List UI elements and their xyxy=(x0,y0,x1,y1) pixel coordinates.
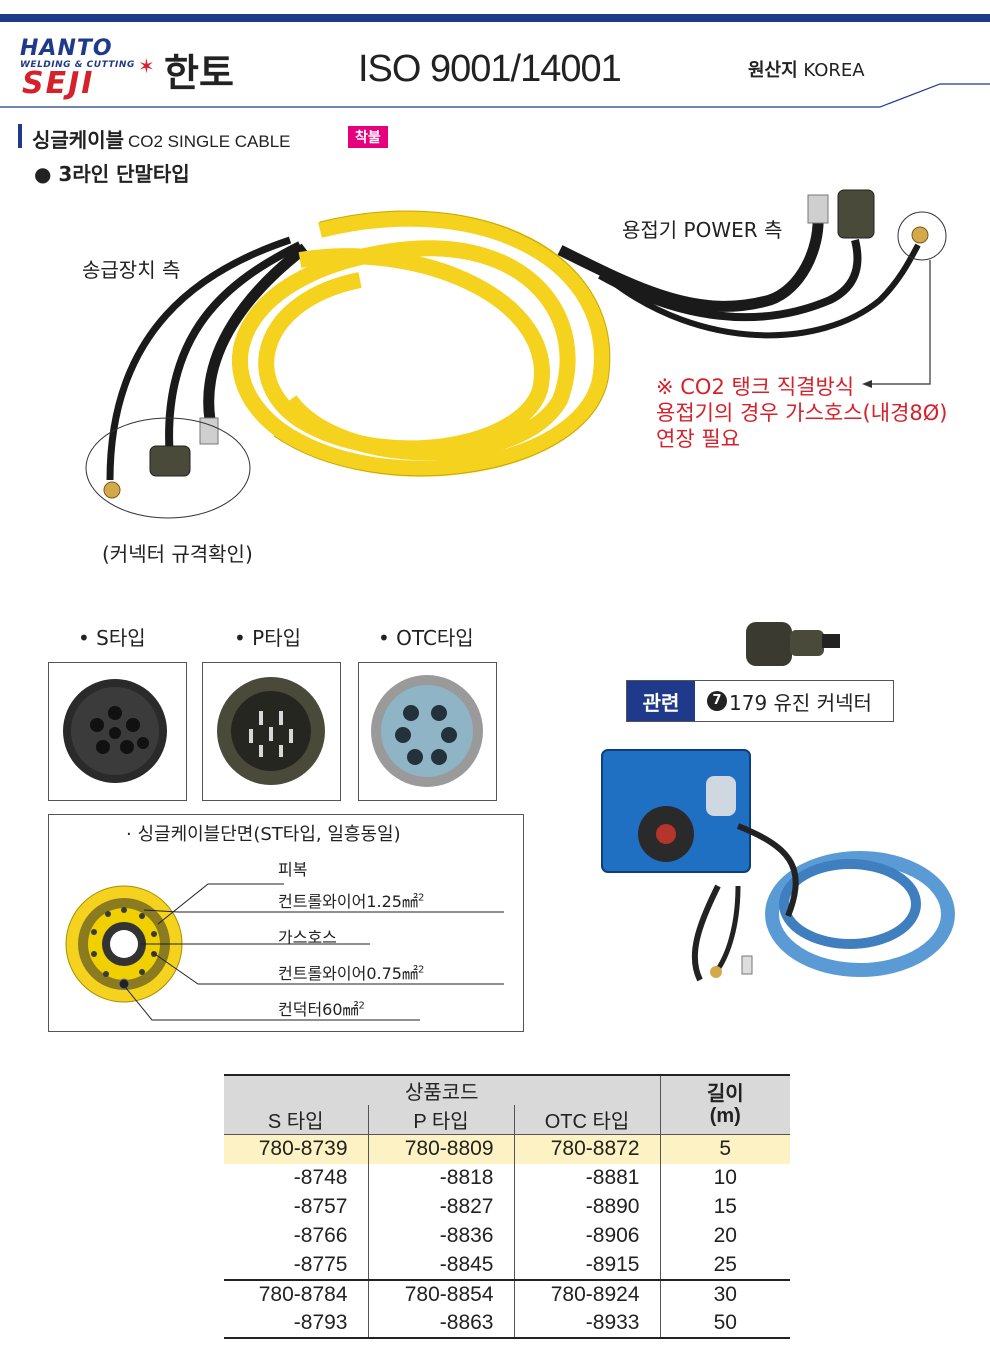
cross-section-panel xyxy=(48,814,524,1032)
leader-control-125 xyxy=(143,909,504,913)
related-product-box[interactable]: 관련 7 179 유진 커넥터 xyxy=(626,680,894,722)
p-type-connector-icon xyxy=(217,677,325,785)
origin-value: KOREA xyxy=(803,60,865,81)
feeder-knob-icon xyxy=(706,776,736,816)
related-connector-image xyxy=(746,622,840,666)
cable-illustration xyxy=(85,189,947,519)
logo-hanto-text: HANTO xyxy=(20,36,113,61)
country-of-origin: 원산지 KOREA xyxy=(748,56,865,82)
left-control-lead xyxy=(165,241,302,461)
layer-control-wire-125: 컨트롤와이어1.25㎟2 xyxy=(278,892,425,911)
left-gas-lead xyxy=(106,236,292,481)
layer-jacket: 피복 xyxy=(278,860,308,879)
related-product-link[interactable]: 7 179 유진 커넥터 xyxy=(695,681,893,721)
product-title-ko: 싱글케이블 xyxy=(32,128,124,152)
leader-control-075 xyxy=(151,951,504,985)
hanto-seji-logo: HANTO WELDING & CUTTING SEJI ✶ xyxy=(18,36,158,101)
col-otc-type: OTC 타입 xyxy=(513,1105,660,1135)
feeder-lug-icon xyxy=(199,417,219,445)
yellow-cable-outline xyxy=(273,210,611,477)
power-lug-icon xyxy=(807,194,829,224)
gas-hose-note: ※ CO2 탱크 직결방식 용접기의 경우 가스호스(내경8Ø) 연장 필요 xyxy=(656,374,947,452)
right-control-lead xyxy=(598,239,862,322)
wire-feeder-illustration xyxy=(601,749,955,982)
length-header: 길이 (m) xyxy=(659,1074,790,1135)
s-type-photo xyxy=(48,662,187,801)
right-gas-lead xyxy=(608,243,921,339)
title-accent-bar xyxy=(18,124,22,148)
blue-cable-coil xyxy=(765,851,955,977)
logo-seji-text: SEJI xyxy=(22,66,95,101)
layer-gas-hose: 가스호스 xyxy=(278,928,337,947)
page-number-badge: 7 xyxy=(707,691,727,711)
right-power-lead xyxy=(557,214,824,312)
shipping-badge: 착불 xyxy=(348,126,388,148)
note-line-2: 용접기의 경우 가스호스(내경8Ø) xyxy=(656,401,948,425)
logo-welding-text: WELDING & CUTTING xyxy=(20,60,135,70)
power-side-label: 용접기 POWER 측 xyxy=(622,218,783,242)
origin-label: 원산지 xyxy=(748,60,798,81)
related-label: 관련 xyxy=(627,681,695,721)
related-product-text: 179 유진 커넥터 xyxy=(729,690,872,715)
brand-name-korean: 한토 xyxy=(164,51,234,95)
cross-section-title: · 싱글케이블단면(ST타입, 일흥동일) xyxy=(126,824,401,845)
type-label-otc: • OTC타입 xyxy=(378,626,474,650)
note-line-3: 연장 필요 xyxy=(656,427,740,451)
note-leader-line xyxy=(870,260,931,385)
product-title-en: CO2 SINGLE CABLE xyxy=(128,132,291,151)
feeder-connector-icon xyxy=(149,445,191,477)
iso-certification: ISO 9001/14001 xyxy=(358,48,622,90)
col-p-type: P 타입 xyxy=(367,1105,514,1135)
s-type-connector-icon xyxy=(63,679,167,783)
feeder-gas-nipple-icon xyxy=(103,481,121,499)
type-label-s: • S타입 xyxy=(78,626,146,650)
product-subtitle: ● 3라인 단말타입 xyxy=(34,162,190,186)
otc-type-connector-icon xyxy=(371,675,483,787)
left-power-lead xyxy=(203,243,309,421)
gas-nipple-icon xyxy=(911,226,929,244)
leader-jacket xyxy=(157,883,284,925)
layer-control-wire-075: 컨트롤와이어0.75㎟2 xyxy=(278,964,425,983)
yellow-cable-coil xyxy=(232,210,610,477)
cross-section-diagram xyxy=(65,883,504,1021)
connector-check-label: (커넥터 규격확인) xyxy=(102,542,253,566)
power-connector-icon xyxy=(837,189,875,239)
otc-type-photo xyxy=(358,662,497,801)
connector-callout-ellipse xyxy=(85,417,251,519)
feeder-side-label: 송급장치 측 xyxy=(82,258,181,282)
header-divider-line xyxy=(0,83,990,108)
top-accent-bar xyxy=(0,14,990,22)
type-label-p: • P타입 xyxy=(234,626,302,650)
leader-conductor xyxy=(125,987,420,1021)
gas-nipple-callout xyxy=(897,211,947,261)
col-s-type: S 타입 xyxy=(224,1105,368,1135)
note-line-1: ※ CO2 탱크 직결방식 xyxy=(656,375,855,399)
logo-spark-icon: ✶ xyxy=(138,54,155,78)
p-type-photo xyxy=(202,662,341,801)
note-arrowhead xyxy=(862,380,872,388)
product-code-header: 상품코드 xyxy=(224,1074,660,1105)
layer-conductor: 컨덕터60㎟2 xyxy=(278,1000,365,1019)
